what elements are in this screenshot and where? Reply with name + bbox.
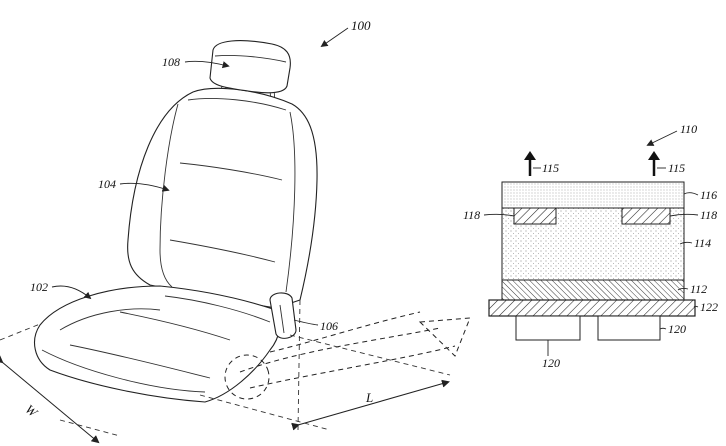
label-116-text: 116 [700,188,717,202]
label-102: 102 [30,280,92,300]
base-122 [488,299,696,317]
label-104: 104 [98,177,170,192]
label-120-right-text: 120 [668,322,686,336]
actuator-region [224,354,270,400]
label-120-left-text: 120 [542,356,560,370]
seat-back [127,87,318,309]
label-114-text: 114 [694,236,711,250]
label-112-text: 112 [690,282,707,296]
layer-stack: 110 115 115 116 118 [463,122,718,370]
label-108: 108 [162,55,230,69]
label-106-text: 106 [320,319,338,333]
foot-120-right [597,315,661,341]
label-100-text: 100 [351,18,371,33]
element-118-left [513,207,557,225]
label-108-text: 108 [162,55,180,69]
label-100: 100 [320,18,371,48]
dimension-label-w: W [22,401,41,420]
label-118-left-text: 118 [463,208,480,222]
arrow-115-left: 115 [524,151,559,176]
dimension-width [0,323,121,444]
label-110-text: 110 [680,122,697,136]
label-104-text: 104 [98,177,116,191]
side-adjuster [269,292,297,339]
headrest [209,40,291,94]
label-115-right-text: 115 [668,161,685,175]
layer-112 [501,279,685,301]
motion-indicator [239,311,471,389]
label-106: 106 [293,319,338,333]
dimension-label-l: L [365,390,373,405]
label-118-right-text: 118 [700,208,717,222]
layer-116 [501,181,685,209]
foot-120-left [515,315,581,341]
element-118-right [621,207,671,225]
arrow-115-right: 115 [648,151,685,176]
label-115-left-text: 115 [542,161,559,175]
dimension-length [199,299,451,431]
label-122-text: 122 [700,300,718,314]
label-102-text: 102 [30,280,48,294]
seat-cushion [34,285,281,403]
